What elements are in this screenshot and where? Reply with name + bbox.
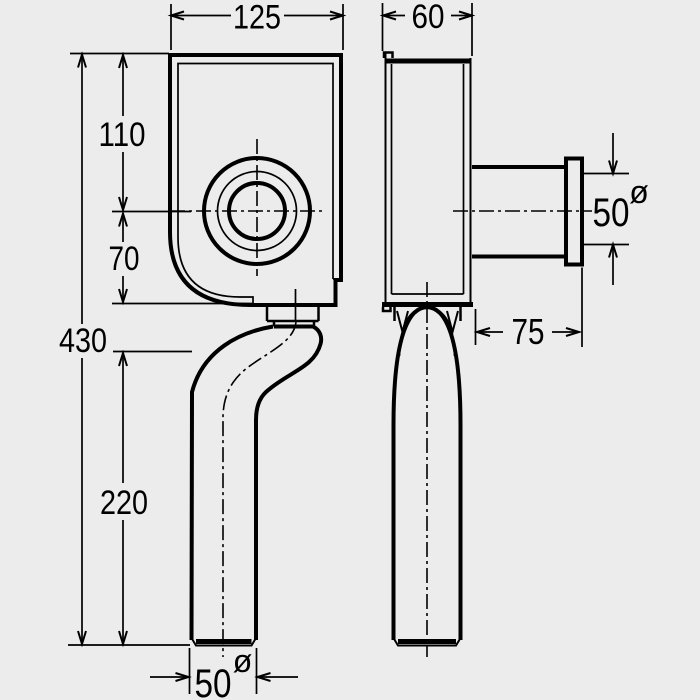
label-bottom-outlet-diameter-symbol: ø (233, 643, 253, 679)
front-body-outline (168, 53, 343, 307)
front-outlet-connector (265, 307, 320, 327)
label-front-width: 125 (233, 0, 281, 37)
dimension-labels: 125 60 110 70 430 220 75 50 ø 50 ø (59, 0, 649, 700)
dimension-lines (68, 3, 629, 694)
label-total-height: 430 (59, 322, 107, 360)
label-lower-pipe-height: 220 (100, 484, 148, 522)
side-view (381, 51, 592, 657)
side-body-top-lip (382, 51, 394, 58)
side-pipe-contour (391, 305, 463, 640)
front-pipe-left-contour (189, 324, 274, 641)
dimension-arrowheads (77, 10, 618, 682)
label-inlet-center-to-body-bottom: 70 (109, 240, 140, 278)
side-spigot-walls (472, 165, 566, 259)
front-pipe-right-contour (254, 324, 324, 640)
side-body-inner-walls (390, 64, 465, 295)
front-pipe-bottom-chamfer (190, 637, 257, 647)
side-pipe-bottom-chamfer (392, 637, 462, 647)
label-side-width: 60 (412, 0, 445, 36)
label-side-spigot-diameter-symbol: ø (629, 174, 649, 210)
side-body-bottom-lip (381, 307, 392, 313)
label-side-spigot-diameter: 50 (593, 191, 630, 235)
label-side-spigot-length: 75 (512, 311, 545, 352)
label-top-to-inlet-center: 110 (99, 116, 146, 154)
extension-lines (68, 3, 629, 694)
side-connector-walls (393, 307, 462, 321)
dimension-line-segments (81, 14, 614, 678)
front-body-inner-liner (177, 62, 341, 303)
front-pipe-centerline (222, 321, 297, 657)
front-view (168, 53, 343, 657)
side-pipe-inner-lines (398, 310, 456, 357)
label-bottom-outlet-diameter: 50 (195, 662, 232, 700)
